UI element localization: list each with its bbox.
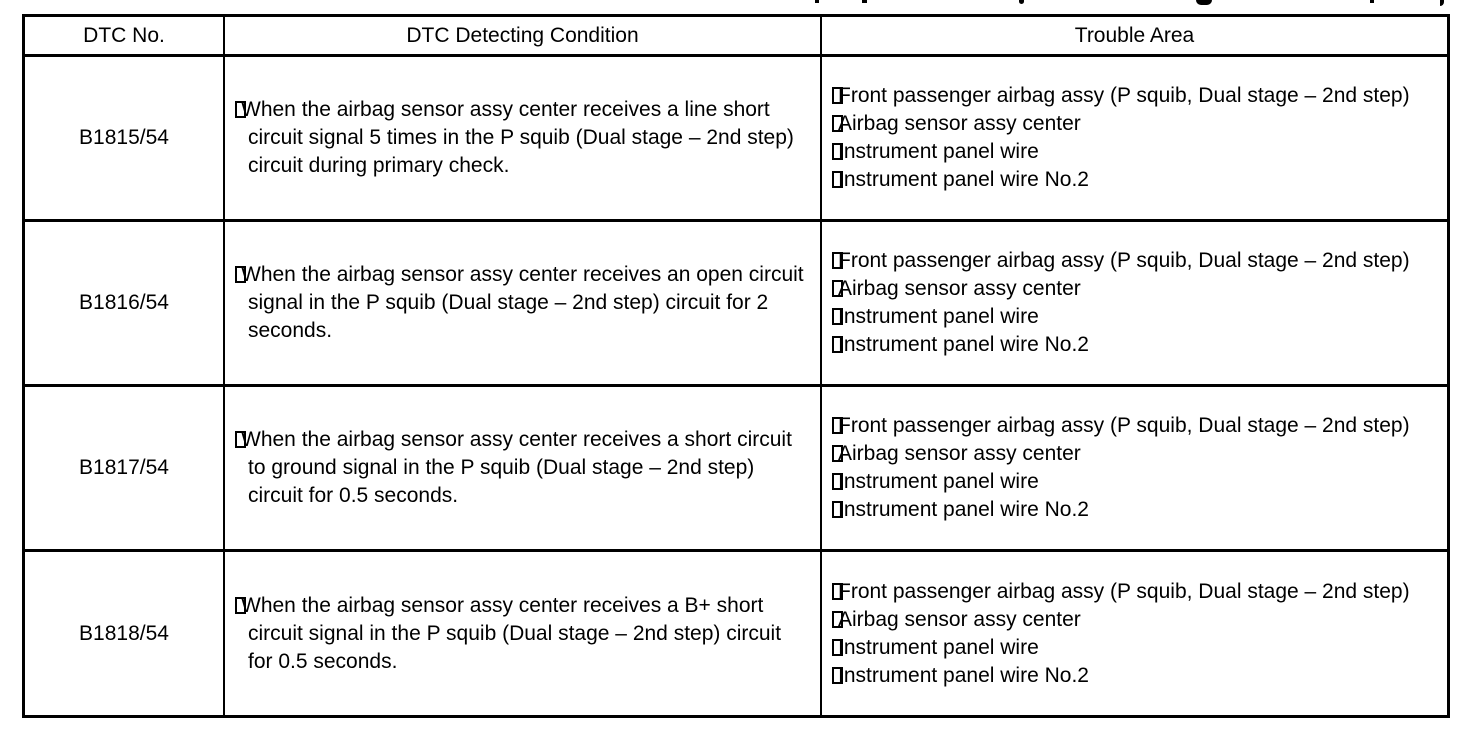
trouble-area-text: Instrument panel wire No.2 [838,663,1089,687]
trouble-area-text: Airbag sensor assy center [838,277,1081,300]
bullet-box-icon [832,336,843,353]
trouble-area-text: Instrument panel wire No.2 [838,168,1089,191]
dtc-code: B1816/54 [79,291,169,314]
trouble-area-text: Instrument panel wire No.2 [838,333,1089,356]
condition-text: When the airbag sensor assy center recei… [241,263,804,342]
trouble-area-item: Front passenger airbag assy (P squib, Du… [832,82,1410,110]
bullet-box-icon [832,87,843,104]
dtc-no-cell: B1818/54 [25,552,225,715]
trouble-area-cell: Front passenger airbag assy (P squib, Du… [822,387,1447,552]
trouble-area-item: Instrument panel wire No.2 [832,331,1410,359]
clipped-text-fragment [1370,0,1374,3]
condition-text: When the airbag sensor assy center recei… [241,428,792,507]
detecting-condition-cell: When the airbag sensor assy center recei… [225,387,822,552]
bullet-box-icon [235,101,246,118]
trouble-area-item: Front passenger airbag assy (P squib, Du… [832,578,1410,606]
condition-item: When the airbag sensor assy center recei… [235,96,808,180]
clipped-text-fragment [1440,0,1444,6]
trouble-area-item: Airbag sensor assy center [832,275,1410,303]
trouble-area-cell: Front passenger airbag assy (P squib, Du… [822,552,1447,715]
bullet-box-icon [832,308,843,325]
condition-item: When the airbag sensor assy center recei… [235,426,808,510]
column-header-label: DTC Detecting Condition [406,23,639,47]
trouble-area-text: Front passenger airbag assy (P squib, Du… [838,414,1410,437]
trouble-area-item: Airbag sensor assy center [832,606,1410,634]
trouble-area-item: Instrument panel wire No.2 [832,662,1410,690]
bullet-box-icon [832,171,843,188]
bullet-box-icon [832,638,843,656]
dtc-code: B1815/54 [79,126,169,149]
bullet-box-icon [832,501,843,518]
dtc-no-cell: B1816/54 [25,222,225,387]
trouble-area-item: Instrument panel wire [832,468,1410,496]
bullet-box-icon [832,582,843,600]
column-header-trouble-area: Trouble Area [822,17,1447,57]
detecting-condition-cell: When the airbag sensor assy center recei… [225,57,822,222]
clipped-text-fragment [1196,0,1212,5]
trouble-area-item: Airbag sensor assy center [832,440,1410,468]
column-header-label: Trouble Area [1074,23,1195,47]
bullet-box-icon [832,115,843,132]
condition-item: When the airbag sensor assy center recei… [235,261,808,345]
trouble-area-text: Airbag sensor assy center [838,442,1081,465]
trouble-area-text: Front passenger airbag assy (P squib, Du… [838,249,1410,272]
bullet-box-icon [832,280,843,297]
trouble-area-item: Instrument panel wire [832,303,1410,331]
dtc-code: B1817/54 [79,456,169,479]
trouble-area-text: Instrument panel wire [838,305,1039,328]
trouble-area-item: Front passenger airbag assy (P squib, Du… [832,412,1410,440]
dtc-no-cell: B1815/54 [25,57,225,222]
column-header-detecting-condition: DTC Detecting Condition [225,17,822,57]
bullet-box-icon [235,431,246,448]
trouble-area-text: Instrument panel wire [838,140,1039,163]
trouble-area-item: Instrument panel wire No.2 [832,496,1410,524]
detecting-condition-cell: When the airbag sensor assy center recei… [225,552,822,715]
bullet-box-icon [832,417,843,434]
trouble-area-item: Instrument panel wire No.2 [832,166,1410,194]
clipped-text-fragment [1019,0,1024,4]
condition-text: When the airbag sensor assy center recei… [241,593,782,673]
trouble-area-text: Instrument panel wire [838,470,1039,493]
trouble-area-text: Airbag sensor assy center [838,607,1081,631]
trouble-area-item: Instrument panel wire [832,634,1410,662]
bullet-box-icon [832,143,843,160]
bullet-box-icon [235,266,246,283]
bullet-box-icon [832,610,843,628]
trouble-area-cell: Front passenger airbag assy (P squib, Du… [822,57,1447,222]
dtc-no-cell: B1817/54 [25,387,225,552]
column-header-label: DTC No. [83,23,165,47]
detecting-condition-cell: When the airbag sensor assy center recei… [225,222,822,387]
clipped-text-fragment [815,0,819,3]
dtc-table: DTC No. DTC Detecting Condition Trouble … [22,14,1450,718]
clipped-text-fragment [862,0,867,3]
bullet-box-icon [832,666,843,684]
dtc-code: B1818/54 [79,621,169,645]
trouble-area-item: Instrument panel wire [832,138,1410,166]
trouble-area-text: Front passenger airbag assy (P squib, Du… [838,84,1410,107]
trouble-area-item: Airbag sensor assy center [832,110,1410,138]
trouble-area-item: Front passenger airbag assy (P squib, Du… [832,247,1410,275]
bullet-box-icon [832,473,843,490]
trouble-area-text: Instrument panel wire No.2 [838,498,1089,521]
trouble-area-cell: Front passenger airbag assy (P squib, Du… [822,222,1447,387]
bullet-box-icon [832,252,843,269]
trouble-area-text: Instrument panel wire [838,635,1039,659]
condition-text: When the airbag sensor assy center recei… [241,98,794,177]
bullet-box-icon [832,445,843,462]
condition-item: When the airbag sensor assy center recei… [235,592,808,676]
trouble-area-text: Front passenger airbag assy (P squib, Du… [838,579,1410,603]
column-header-dtc-no: DTC No. [25,17,225,57]
trouble-area-text: Airbag sensor assy center [838,112,1081,135]
bullet-box-icon [235,596,246,614]
